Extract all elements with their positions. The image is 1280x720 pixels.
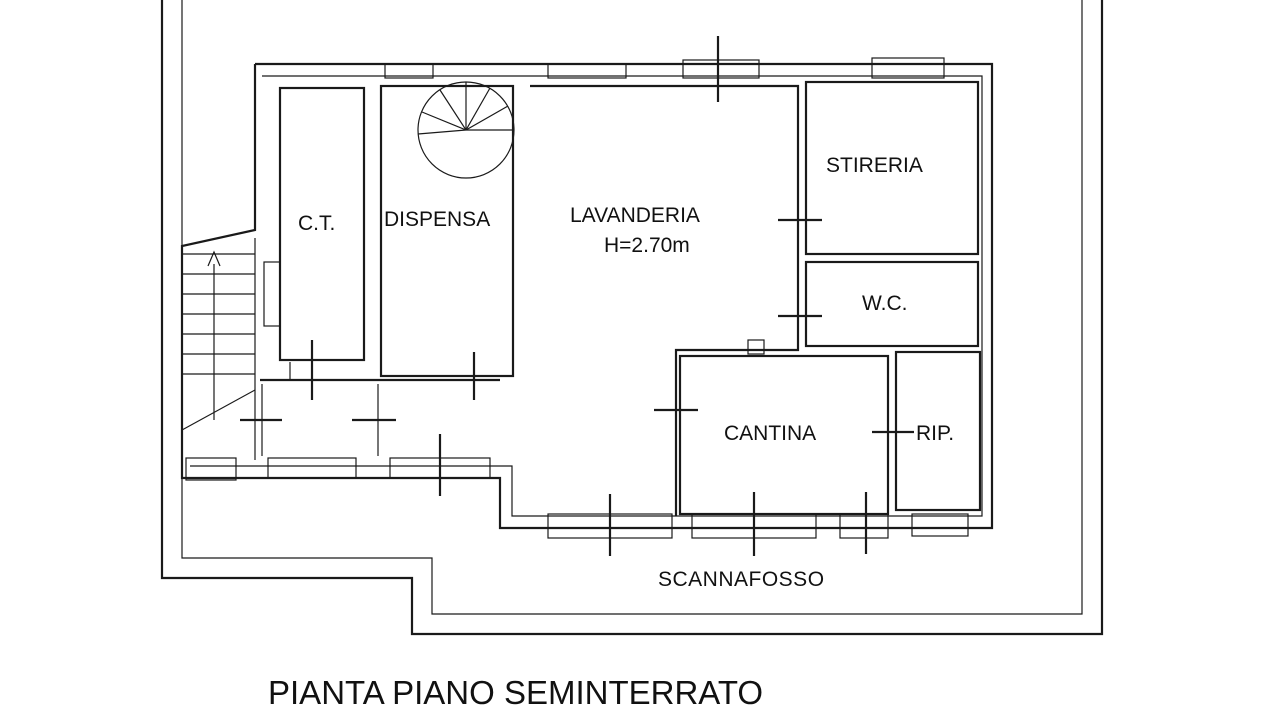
- room-ct-vent: [263, 261, 281, 327]
- label-lavanderia: LAVANDERIA: [570, 204, 700, 227]
- label-dispensa: DISPENSA: [384, 208, 490, 231]
- window-top-4: [871, 57, 945, 79]
- room-wc-outline: [804, 260, 980, 348]
- label-wc: W.C.: [862, 292, 908, 315]
- label-lavanderia-height: H=2.70m: [604, 234, 690, 257]
- cantina-notch: [747, 339, 765, 355]
- room-ct-outline: [278, 86, 366, 362]
- label-rip: RIP.: [916, 422, 954, 445]
- room-cantina-outline: [678, 354, 890, 516]
- label-scannafosso: SCANNAFOSSO: [658, 568, 825, 591]
- label-cantina: CANTINA: [724, 422, 816, 445]
- room-lavanderia-outline: [530, 84, 800, 516]
- window-bottom-7: [911, 513, 969, 537]
- stair-left: [181, 238, 256, 460]
- window-top-2: [547, 63, 627, 79]
- outer-boundary-inner: [181, 0, 1083, 615]
- building-wall-inner: [190, 75, 983, 517]
- window-bottom-6: [839, 513, 889, 539]
- plan-title: PIANTA PIANO SEMINTERRATO: [268, 674, 763, 711]
- window-bottom-1: [185, 457, 237, 481]
- door-ticks: [240, 36, 914, 556]
- building-wall-outer: [180, 62, 994, 530]
- label-stireria: STIRERIA: [826, 154, 923, 177]
- label-ct: C.T.: [298, 212, 335, 235]
- window-top-3: [682, 59, 760, 79]
- room-stireria-outline: [804, 80, 980, 256]
- outer-boundary: [160, 0, 1104, 636]
- window-top-1: [384, 63, 434, 79]
- spiral-stair-treads: [417, 82, 514, 135]
- window-bottom-2: [267, 457, 357, 479]
